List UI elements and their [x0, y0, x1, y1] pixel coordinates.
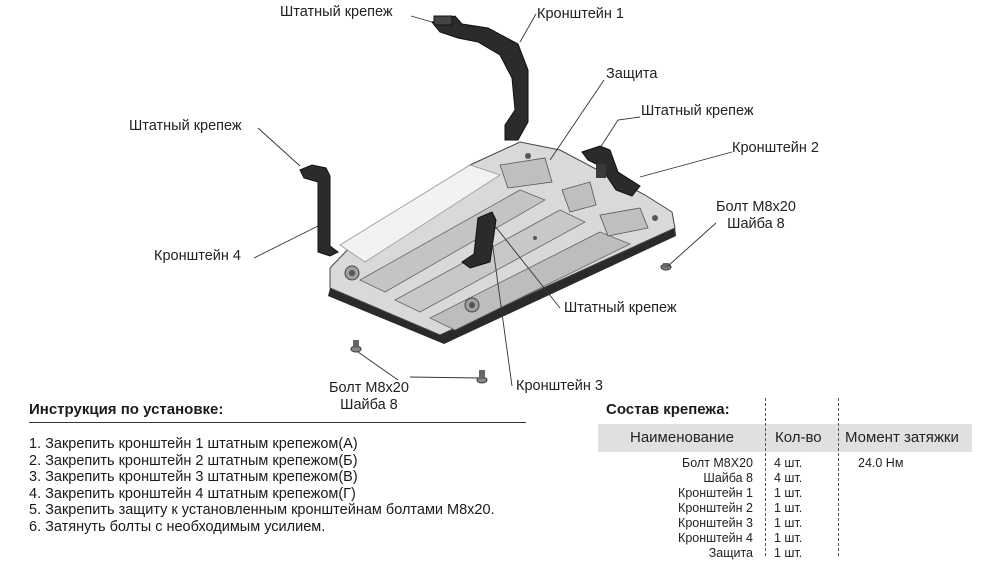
label-bolt-bottom-line1: Болт М8х20	[329, 380, 409, 396]
bolt-icon-bottom-right	[476, 370, 488, 384]
label-shtatny-center: Штатный крепеж	[564, 300, 677, 316]
cell-torque: 24.0 Нм	[858, 456, 904, 470]
instruction-step: 1. Закрепить кронштейн 1 штатным крепежо…	[29, 436, 358, 452]
instructions-title: Инструкция по установке:	[29, 401, 224, 418]
cell-name: Кронштейн 3	[678, 516, 753, 530]
bracket-3	[461, 211, 497, 269]
cell-qty: 4 шт.	[774, 456, 803, 470]
instruction-step: 5. Закрепить защиту к установленным крон…	[29, 502, 495, 519]
cell-name: Защита	[708, 546, 753, 560]
table-row: Защита 1 шт.	[598, 546, 972, 561]
cell-name: Болт М8Х20	[682, 456, 753, 470]
bolt-icon-bottom-left	[350, 340, 362, 353]
assembly-drawing	[253, 13, 733, 387]
header-name: Наименование	[630, 429, 734, 446]
cell-qty: 1 шт.	[774, 546, 803, 560]
cell-name: Кронштейн 4	[678, 531, 753, 545]
header-qty: Кол-во	[775, 429, 822, 446]
label-kronshtein-3: Кронштейн 3	[516, 378, 603, 394]
label-zashchita: Защита	[606, 66, 658, 82]
label-kronshtein-2: Кронштейн 2	[732, 140, 819, 156]
bolt-icon-right	[660, 263, 672, 271]
label-bolt-right-line1: Болт М8х20	[716, 199, 796, 215]
cell-name: Кронштейн 1	[678, 486, 753, 500]
cell-qty: 1 шт.	[774, 531, 803, 545]
label-shtatny-top: Штатный крепеж	[280, 4, 393, 20]
parts-table-header: Наименование Кол-во Момент затяжки	[598, 424, 972, 452]
table-divider	[838, 398, 839, 556]
label-bolt-bottom-line2: Шайба 8	[340, 397, 398, 413]
parts-table-body: Болт М8Х20 4 шт. 24.0 Нм Шайба 8 4 шт. К…	[598, 456, 972, 561]
label-bolt-right: Болт М8х20 Шайба 8	[716, 199, 796, 233]
parts-title: Состав крепежа:	[606, 401, 730, 418]
table-row: Кронштейн 4 1 шт.	[598, 531, 972, 546]
cell-qty: 1 шт.	[774, 486, 803, 500]
table-divider	[765, 398, 766, 556]
cell-name: Кронштейн 2	[678, 501, 753, 515]
table-row: Кронштейн 2 1 шт.	[598, 501, 972, 516]
instructions-divider	[29, 422, 526, 423]
table-row: Кронштейн 3 1 шт.	[598, 516, 972, 531]
instruction-step: 2. Закрепить кронштейн 2 штатным крепежо…	[29, 452, 358, 469]
instruction-step: 3. Закрепить кронштейн 3 штатным крепежо…	[29, 469, 358, 486]
label-shtatny-left: Штатный крепеж	[129, 118, 242, 134]
label-kronshtein-1: Кронштейн 1	[537, 6, 624, 22]
label-kronshtein-4: Кронштейн 4	[154, 248, 241, 264]
cell-qty: 4 шт.	[774, 471, 803, 485]
leader-lines	[253, 13, 733, 387]
header-torque: Момент затяжки	[845, 429, 959, 446]
bracket-2	[581, 145, 641, 197]
label-bolt-bottom: Болт М8х20 Шайба 8	[329, 380, 409, 414]
cell-qty: 1 шт.	[774, 501, 803, 515]
table-row: Шайба 8 4 шт.	[598, 471, 972, 486]
instruction-step: 4. Закрепить кронштейн 4 штатным крепежо…	[29, 485, 356, 502]
cell-name: Шайба 8	[703, 471, 753, 485]
table-row: Болт М8Х20 4 шт. 24.0 Нм	[598, 456, 972, 471]
label-shtatny-right: Штатный крепеж	[641, 103, 754, 119]
table-row: Кронштейн 1 1 шт.	[598, 486, 972, 501]
instructions-list: 1. Закрепить кронштейн 1 штатным крепежо…	[29, 436, 495, 536]
bracket-1	[431, 15, 529, 141]
bracket-4	[299, 164, 339, 257]
label-bolt-right-line2: Шайба 8	[727, 216, 785, 232]
cell-qty: 1 шт.	[774, 516, 803, 530]
instruction-step: 6. Затянуть болты с необходимым усилием.	[29, 518, 326, 535]
